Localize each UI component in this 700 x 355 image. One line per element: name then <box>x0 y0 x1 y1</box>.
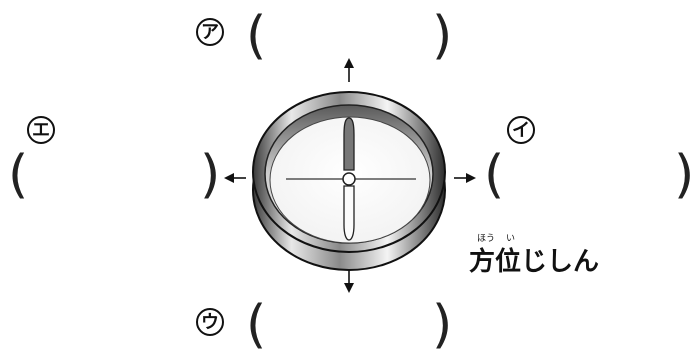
west-close-paren: ) <box>200 145 220 205</box>
east-open-paren: ( <box>484 145 504 205</box>
east-mark: イ <box>512 120 530 141</box>
south-mark: ウ <box>201 312 219 333</box>
south-open-paren: ( <box>246 295 266 355</box>
east-answer-blank: イ ( ) <box>484 117 694 205</box>
west-arrow <box>224 173 246 183</box>
west-open-paren: ( <box>8 145 28 205</box>
east-arrow <box>454 173 476 183</box>
south-answer-blank: ウ ( ) <box>197 295 452 355</box>
caption-furigana-2: い <box>506 234 515 244</box>
compass-caption: ほう い 方位じしん <box>469 233 599 277</box>
south-arrow <box>344 270 354 293</box>
needle-north <box>344 118 354 170</box>
caption-text: 方位じしん <box>469 246 599 277</box>
west-answer-blank: エ ( ) <box>8 117 220 205</box>
needle-pivot <box>343 173 355 185</box>
north-mark: ア <box>201 22 219 43</box>
north-open-paren: ( <box>246 6 266 66</box>
needle-south <box>344 186 354 240</box>
east-close-paren: ) <box>674 145 694 205</box>
north-close-paren: ) <box>432 6 452 66</box>
north-arrow <box>344 58 354 82</box>
caption-furigana-1: ほう <box>477 233 495 244</box>
north-answer-blank: ア ( ) <box>197 6 452 66</box>
compass <box>253 92 445 270</box>
west-mark: エ <box>32 120 50 141</box>
south-close-paren: ) <box>432 295 452 355</box>
